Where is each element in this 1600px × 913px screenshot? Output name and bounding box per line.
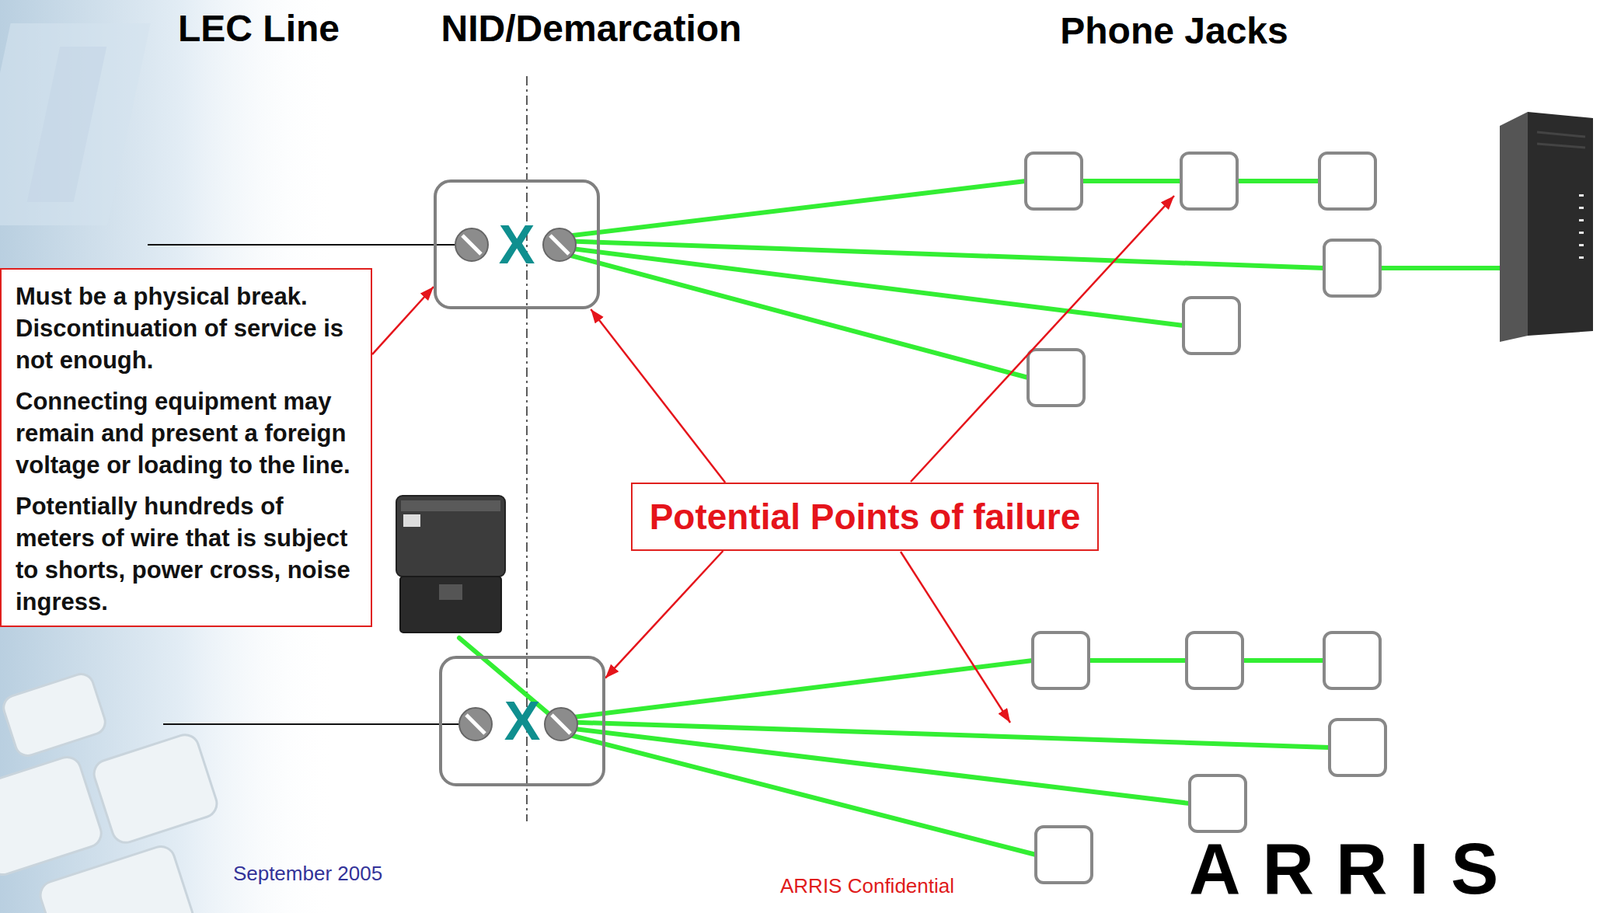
failure-arrow: [372, 286, 434, 355]
power-supply-box: [400, 576, 502, 633]
node-text: X: [504, 693, 541, 749]
inside-wiring: [1380, 265, 1504, 271]
cable-modem: [1579, 219, 1584, 222]
screw-terminal: [459, 707, 492, 741]
screw-terminal: [466, 714, 485, 734]
inside-wiring: [561, 727, 1190, 804]
failure-arrow: [605, 550, 723, 679]
leader-arrow: [900, 551, 1011, 723]
keyboard-keys: [90, 731, 220, 847]
phone-jack: [1032, 632, 1089, 689]
phone-jack: [1035, 826, 1092, 883]
inside-wiring: [1088, 658, 1187, 663]
cable-modem: [1579, 256, 1584, 259]
cable-modem: [1537, 143, 1586, 148]
phone-jack: [1329, 719, 1386, 776]
screw-terminal: [455, 228, 489, 262]
column-heading: NID/Demarcation: [441, 10, 743, 48]
phone-jack: [1319, 153, 1376, 210]
lec-line: [163, 723, 461, 726]
keyboard-keys: [36, 843, 196, 913]
keyboard-keys: [0, 670, 221, 913]
nid-box: X: [439, 655, 606, 787]
screw-terminal: [462, 235, 482, 255]
node-text: Connecting equipment may remain and pres…: [15, 385, 362, 482]
screw-terminal: [550, 235, 569, 255]
phone-jack: [1189, 775, 1246, 832]
footer-note: ARRIS Confidential: [780, 875, 955, 896]
keyboard-keys: [0, 753, 105, 879]
node-text: Potential Points of failure: [649, 497, 1081, 537]
phone-jack: [1025, 153, 1082, 210]
callout-box: Potential Points of failure: [630, 482, 1100, 551]
lec-line: [147, 244, 456, 246]
inside-wiring: [1081, 178, 1182, 184]
screw-terminal: [544, 707, 578, 741]
power-supply-box: [439, 584, 463, 600]
cable-modem: [1579, 194, 1584, 259]
screw-terminal: [455, 228, 489, 262]
inside-wiring: [1237, 178, 1320, 184]
column-heading: LEC Line: [177, 10, 340, 48]
cable-modem: [1579, 244, 1584, 247]
phone-jack: [1028, 349, 1085, 406]
background-panel: [27, 46, 108, 203]
phone-jack: [1181, 153, 1238, 210]
column-heading: Phone Jacks: [1059, 12, 1288, 50]
inside-wiring: [1242, 658, 1325, 663]
node-text: Potentially hundreds of meters of wire t…: [15, 490, 362, 618]
cable-modem: [1579, 194, 1584, 197]
phone-jack: [1183, 297, 1240, 354]
cable-modem: [1499, 111, 1594, 342]
screw-terminal: [544, 707, 578, 741]
screw-terminal: [455, 228, 578, 741]
leader-arrow: [900, 195, 1175, 723]
node-text: Must be a physical break. Discontinuatio…: [15, 280, 362, 377]
cable-modem: [1579, 206, 1584, 210]
failure-arrow: [590, 309, 726, 483]
screw-terminal: [543, 228, 576, 262]
leader-arrow: [910, 195, 1175, 482]
screw-terminal: [459, 707, 492, 741]
phone-jack: [1324, 240, 1381, 297]
inside-wiring: [561, 660, 1033, 719]
inside-wiring: [559, 240, 1325, 269]
power-supply-box: [400, 500, 501, 512]
cable-modem: [1499, 111, 1528, 342]
power-supply-box: [396, 495, 506, 633]
cable-modem: [1537, 132, 1586, 137]
node-text: X: [498, 217, 536, 272]
cable-modem: [1579, 231, 1584, 234]
screw-terminal: [543, 228, 576, 262]
power-supply-box: [396, 495, 506, 577]
inside-wiring: [559, 181, 1026, 238]
inside-wiring: [459, 181, 1504, 855]
inside-wiring: [561, 721, 1330, 748]
inside-wiring: [561, 732, 1036, 855]
background-panel: [0, 23, 151, 226]
power-supply-box: [403, 514, 421, 527]
phone-jack: [1324, 632, 1381, 689]
phone-jack: [1186, 632, 1243, 689]
footer-date: September 2005: [233, 863, 383, 884]
screw-terminal: [551, 714, 571, 734]
note-box: Must be a physical break. Discontinuatio…: [0, 268, 373, 628]
nid-box: X: [433, 179, 600, 310]
company-logo: ARRIS: [1188, 833, 1520, 905]
keyboard-keys: [0, 670, 109, 759]
cable-modem: [1527, 111, 1594, 336]
